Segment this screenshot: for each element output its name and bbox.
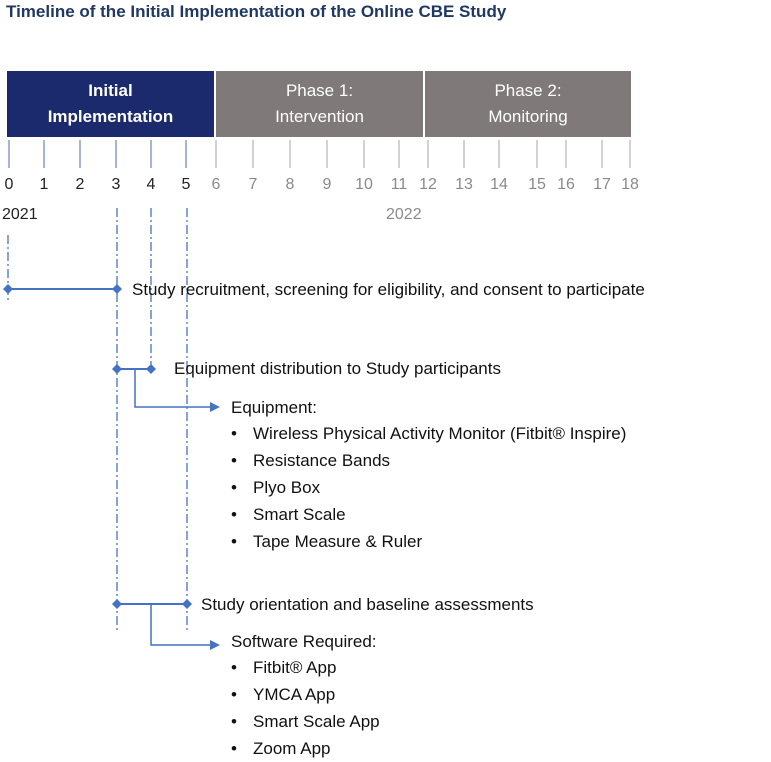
month-label: 2 (75, 176, 85, 193)
month-label: 11 (390, 176, 408, 193)
month-label: 4 (146, 176, 156, 193)
month-label: 8 (285, 176, 295, 193)
month-label: 12 (419, 176, 437, 193)
equipment-item: Tape Measure & Ruler (231, 528, 626, 555)
month-ticks (8, 140, 631, 168)
equipment-list: Wireless Physical Activity Monitor (Fitb… (231, 420, 626, 555)
year-label-2022: 2022 (386, 206, 422, 223)
equipment-start-marker (112, 364, 122, 374)
software-item: Zoom App (231, 735, 380, 762)
orientation-label: Study orientation and baseline assessmen… (201, 595, 534, 614)
equipment-item: Resistance Bands (231, 447, 626, 474)
equipment-item: Wireless Physical Activity Monitor (Fitb… (231, 420, 626, 447)
phase-2-monitoring: Phase 2: Monitoring (425, 71, 631, 137)
month-label: 14 (490, 176, 508, 193)
month-label: 15 (528, 176, 546, 193)
software-arrow (210, 640, 220, 650)
month-label: 1 (39, 176, 49, 193)
phase-1-intervention: Phase 1: Intervention (216, 71, 423, 137)
month-label: 9 (322, 176, 332, 193)
phase-initial-line1: Initial (88, 81, 133, 100)
month-label: 10 (355, 176, 373, 193)
connectors (134, 369, 212, 646)
phase-2-line1: Phase 2: (494, 81, 562, 100)
software-item: YMCA App (231, 681, 380, 708)
event-bars (3, 284, 192, 609)
equipment-arrow (210, 402, 220, 412)
phase-1-line1: Phase 1: (285, 81, 354, 100)
guide-lines (7, 208, 188, 632)
diagram-title: Timeline of the Initial Implementation o… (6, 2, 507, 21)
equipment-item: Smart Scale (231, 501, 626, 528)
month-label: 3 (111, 176, 121, 193)
month-label: 7 (248, 176, 258, 193)
month-label: 18 (621, 176, 639, 193)
month-label: 6 (211, 176, 221, 193)
recruitment-end-marker (112, 284, 122, 294)
connector-arrows (210, 402, 220, 650)
software-heading: Software Required: (231, 632, 377, 651)
month-label: 16 (557, 176, 575, 193)
phase-initial-line2: Implementation (47, 107, 174, 126)
orientation-start-marker (112, 599, 122, 609)
year-label-2021: 2021 (2, 206, 38, 223)
phase-initial-implementation: Initial Implementation (7, 71, 214, 137)
equipment-connector (134, 369, 212, 408)
software-list: Fitbit® App YMCA App Smart Scale App Zoo… (231, 654, 380, 762)
recruitment-start-marker (3, 284, 13, 294)
month-label: 17 (593, 176, 611, 193)
month-label: 13 (455, 176, 473, 193)
recruitment-label: Study recruitment, screening for eligibi… (132, 280, 645, 299)
month-label: 5 (181, 176, 191, 193)
software-item: Smart Scale App (231, 708, 380, 735)
phase-1-line2: Intervention (275, 107, 364, 126)
equipment-item: Plyo Box (231, 474, 626, 501)
phase-2-line2: Monitoring (488, 107, 568, 126)
equipment-distribution-label: Equipment distribution to Study particip… (174, 359, 501, 378)
software-connector (150, 604, 212, 646)
equipment-end-marker (146, 364, 156, 374)
month-label: 0 (4, 176, 14, 193)
orientation-end-marker (182, 599, 192, 609)
equipment-heading: Equipment: (231, 398, 317, 417)
software-item: Fitbit® App (231, 654, 380, 681)
